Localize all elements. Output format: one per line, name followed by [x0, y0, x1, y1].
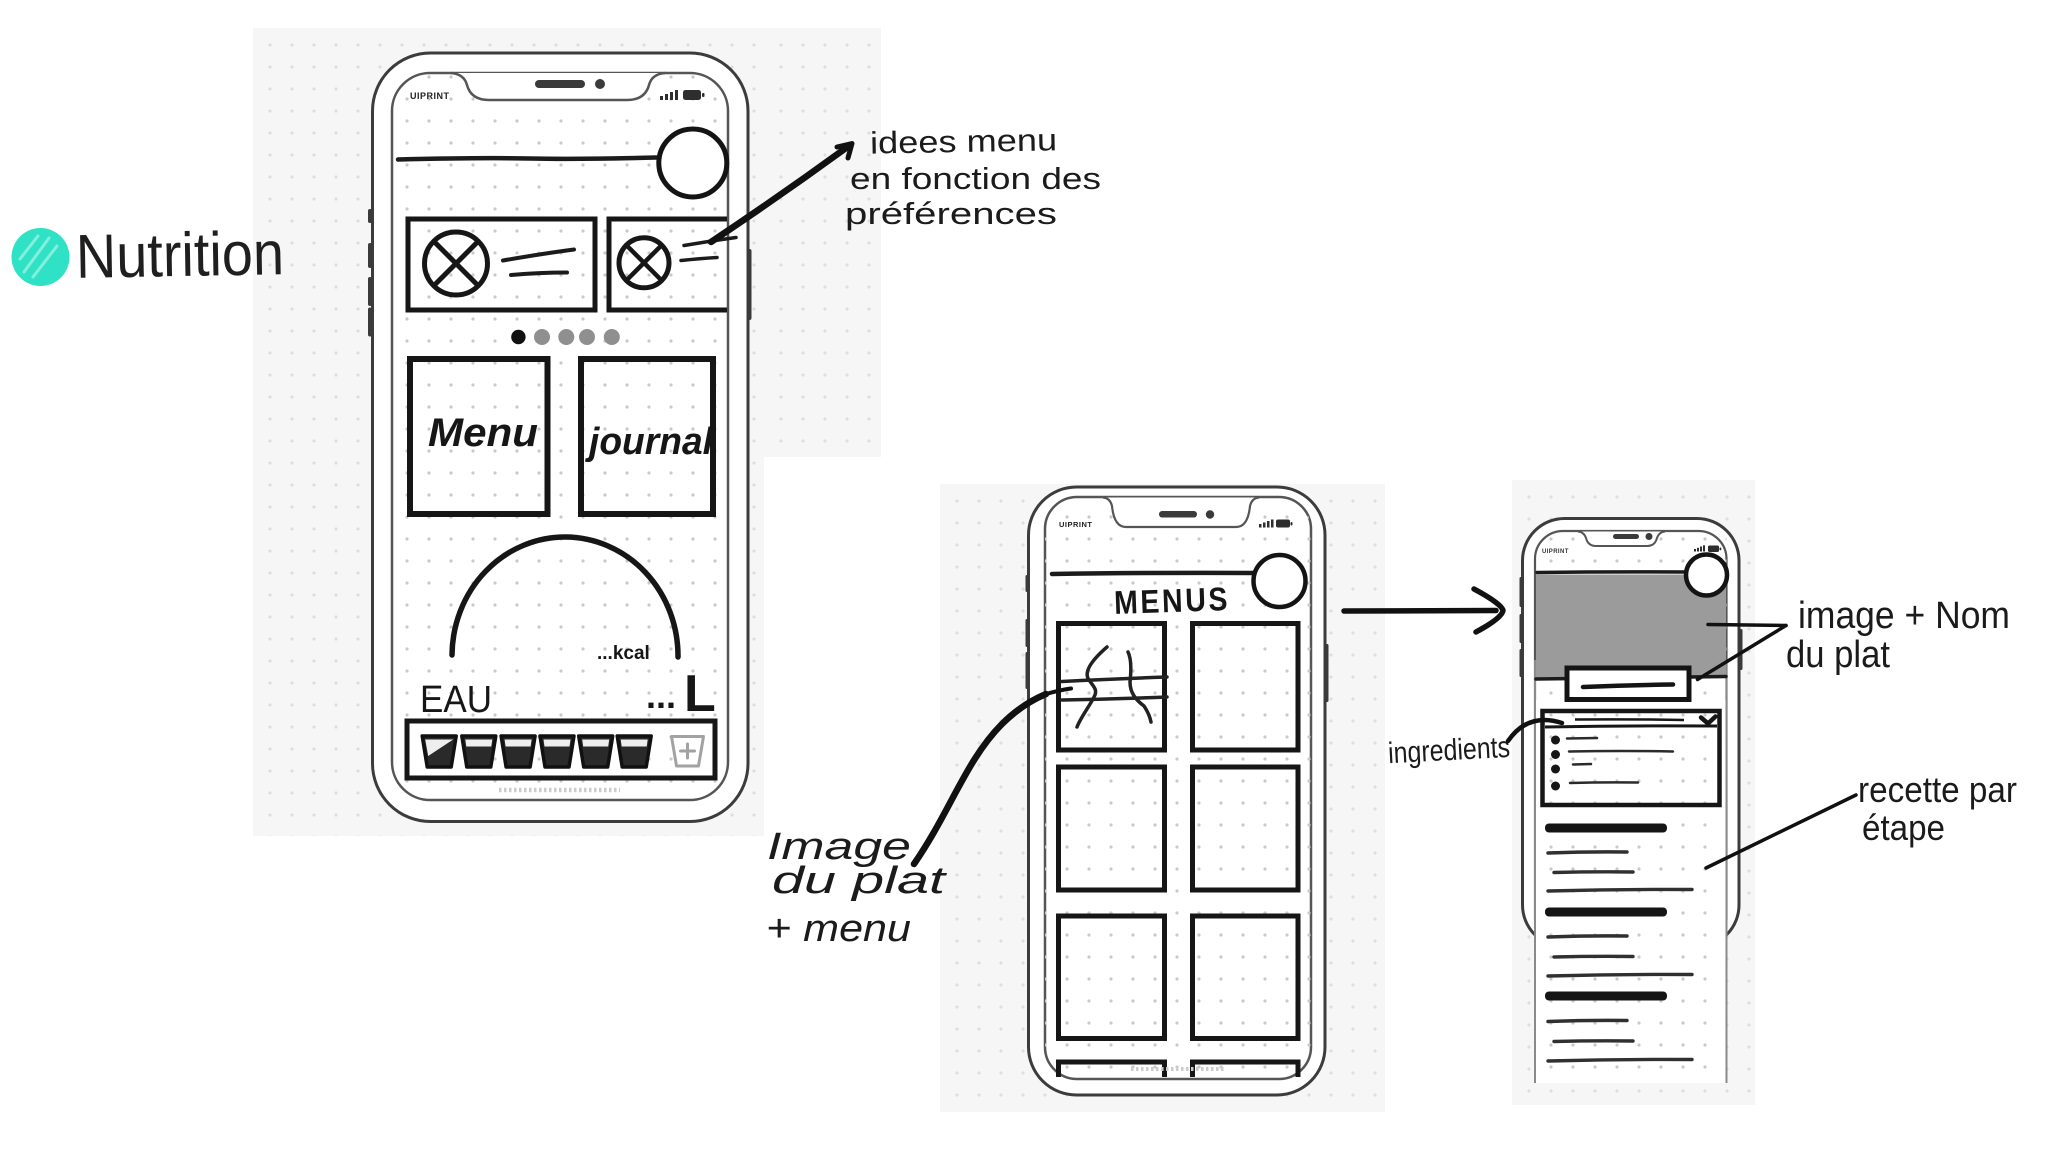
- svg-text:UIPRINT: UIPRINT: [1542, 549, 1569, 555]
- svg-text:du plat: du plat: [1786, 634, 1890, 676]
- svg-text:...: ...: [646, 675, 676, 716]
- svg-text:Image: Image: [767, 826, 911, 868]
- svg-text:+ menu: + menu: [766, 908, 911, 950]
- svg-text:préférences: préférences: [845, 196, 1057, 231]
- svg-text:Nutrition: Nutrition: [75, 219, 284, 292]
- svg-text:du plat: du plat: [772, 860, 947, 902]
- svg-text:journal: journal: [584, 421, 714, 463]
- svg-text:Menu: Menu: [428, 411, 538, 455]
- svg-text:UIPRINT: UIPRINT: [410, 91, 450, 101]
- svg-text:EAU: EAU: [420, 679, 492, 721]
- svg-text:recette par: recette par: [1858, 769, 2017, 810]
- svg-text:UIPRINT: UIPRINT: [1059, 520, 1093, 529]
- svg-text:image + Nom: image + Nom: [1798, 595, 2010, 637]
- svg-text:L: L: [684, 665, 716, 723]
- svg-text:idees menu: idees menu: [870, 122, 1058, 160]
- svg-text:...kcal: ...kcal: [597, 643, 650, 664]
- svg-text:MENUS: MENUS: [1113, 580, 1230, 621]
- svg-text:en fonction des: en fonction des: [850, 161, 1101, 196]
- svg-text:étape: étape: [1862, 807, 1945, 848]
- svg-text:ingredients: ingredients: [1387, 731, 1511, 770]
